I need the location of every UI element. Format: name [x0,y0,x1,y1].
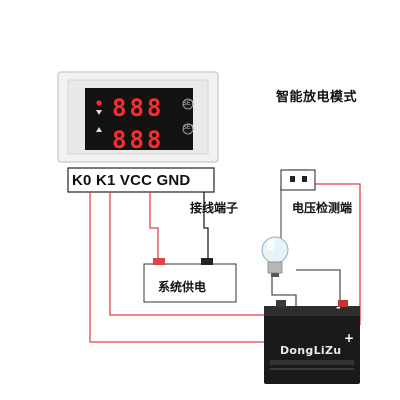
voltage-sense-label: 电压检测端 [292,201,353,215]
terminal-label: 接线端子 [190,201,239,215]
set-label-top: SET [183,100,195,107]
supply-plus-terminal [153,258,165,265]
battery-brand: DongLiZu [280,344,342,357]
relay-module [57,71,219,163]
wire-k1 [109,192,264,316]
indicator-led [96,100,102,106]
page-title: 智能放电模式 [276,90,358,105]
set-button-top [182,98,194,110]
voltage-sense-box-icon [280,169,316,191]
down-arrow-icon [96,110,102,115]
wire-sense-right [315,183,361,325]
wire-vcc [149,192,159,262]
set-button-bottom [182,123,194,135]
system-supply-box [143,263,237,303]
pin-labels: K0 K1 VCC GND [72,172,191,189]
battery-icon [264,300,360,384]
wire-bulb-right [296,269,341,306]
wire-bulb-left [271,276,297,306]
set-label-bottom: SET [183,124,195,131]
display-bottom-digits: 888 [112,126,165,154]
pin-header [67,167,215,193]
battery-plus-mark: + [344,331,355,345]
wire-gnd [203,192,209,262]
wire-k0 [89,192,268,343]
battery-minus-mark: - [336,301,341,314]
system-supply-label: 系统供电 [158,280,207,294]
up-arrow-icon [96,127,102,132]
supply-minus-terminal [201,258,213,265]
display-top-digits: 888 [112,94,165,122]
light-bulb-icon [261,236,289,277]
